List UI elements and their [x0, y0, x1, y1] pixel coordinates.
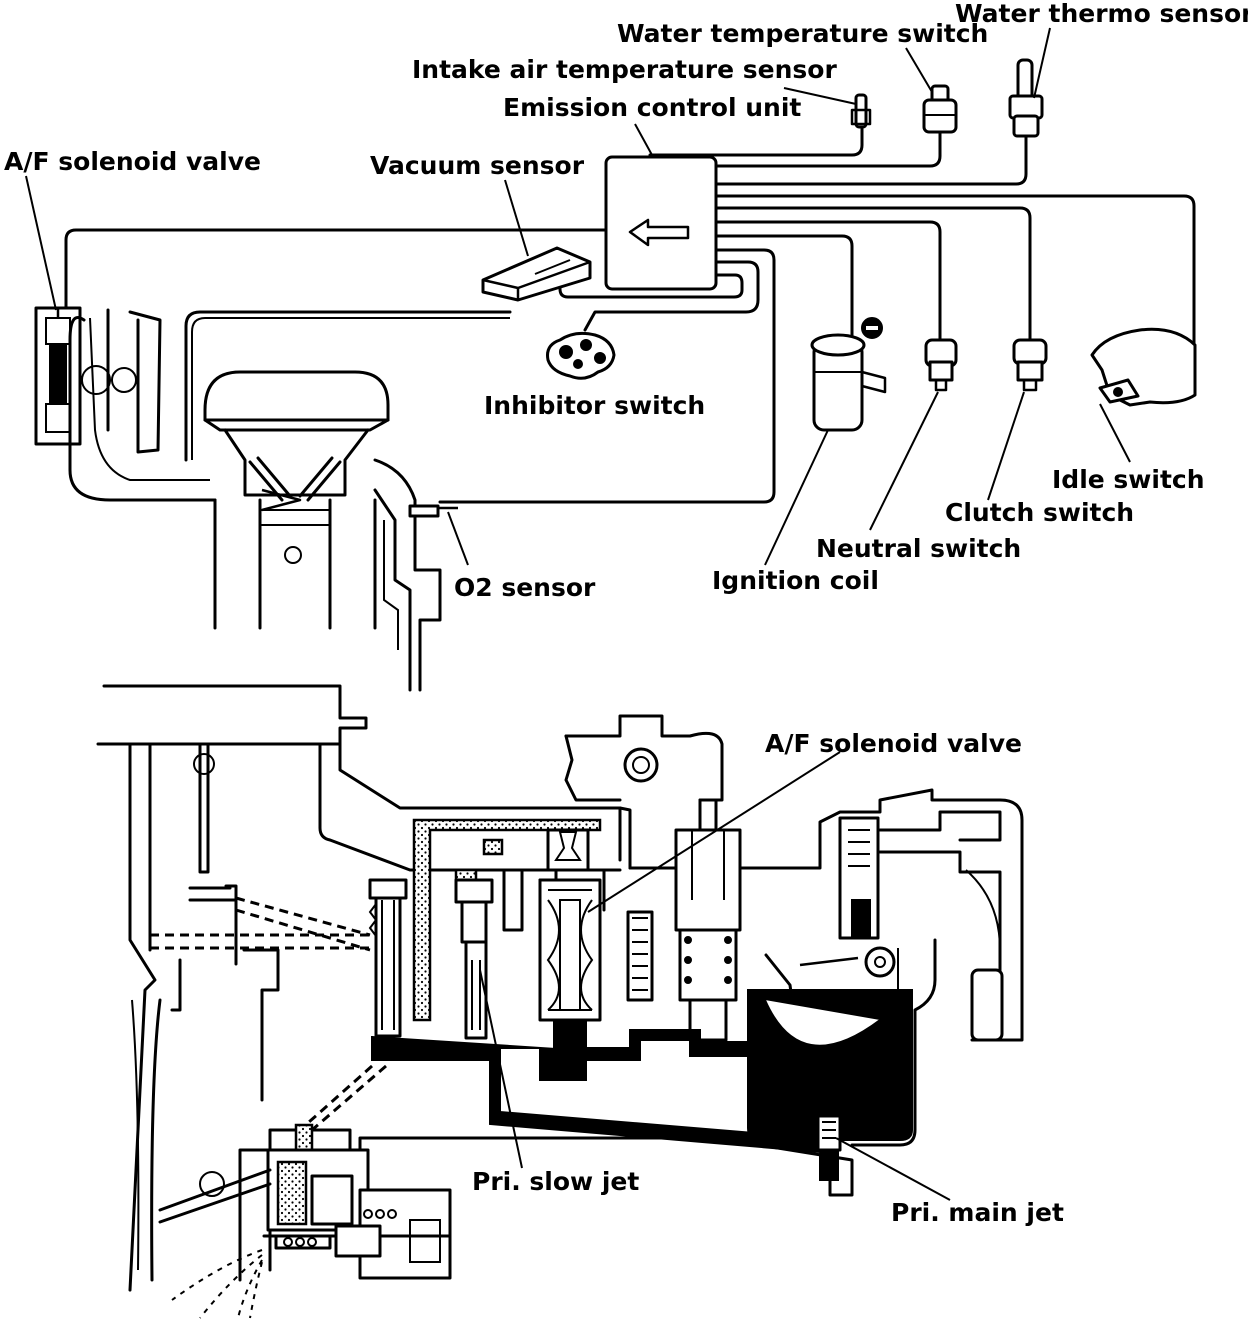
- intake-air-temperature-sensor: [850, 93, 872, 129]
- ignition-coil: [810, 317, 887, 432]
- carburetor-cross-section: [96, 684, 1024, 1319]
- af-solenoid-valve-top: [34, 306, 82, 446]
- label-af-solenoid-valve-bottom: A/F solenoid valve: [765, 729, 1022, 758]
- clutch-switch: [1012, 338, 1048, 392]
- wiring-harness: [64, 126, 1196, 504]
- label-pri-slow-jet: Pri. slow jet: [472, 1167, 639, 1196]
- neutral-switch: [924, 338, 958, 392]
- leader-lines: [25, 27, 1131, 566]
- label-water-temperature-switch: Water temperature switch: [617, 19, 988, 48]
- label-intake-air-temperature-sensor: Intake air temperature sensor: [412, 55, 837, 84]
- inhibitor-switch: [546, 331, 616, 380]
- water-thermo-sensor: [1008, 58, 1044, 138]
- label-inhibitor-switch: Inhibitor switch: [484, 391, 705, 420]
- label-clutch-switch: Clutch switch: [945, 498, 1134, 527]
- label-pri-main-jet: Pri. main jet: [891, 1198, 1064, 1227]
- af-solenoid-valve-bottom: [538, 828, 602, 1081]
- label-af-solenoid-valve-top: A/F solenoid valve: [4, 147, 261, 176]
- minus-sign-icon: [861, 317, 883, 339]
- label-water-thermo-sensor: Water thermo sensor: [955, 0, 1248, 28]
- label-idle-switch: Idle switch: [1052, 465, 1205, 494]
- label-o2-sensor: O2 sensor: [454, 573, 596, 602]
- label-emission-control-unit: Emission control unit: [503, 93, 801, 122]
- left-arrow-icon: [628, 218, 690, 247]
- labels: Water thermo sensor Water temperature sw…: [4, 0, 1248, 1227]
- emission-control-unit: [604, 155, 718, 291]
- label-ignition-coil: Ignition coil: [712, 566, 879, 595]
- carburetor-and-engine: [68, 308, 458, 692]
- label-neutral-switch: Neutral switch: [816, 534, 1021, 563]
- label-vacuum-sensor: Vacuum sensor: [370, 151, 585, 180]
- water-temperature-switch: [922, 84, 958, 134]
- idle-switch: [1090, 327, 1197, 407]
- system-schematic: [25, 27, 1197, 692]
- vacuum-sensor: [481, 246, 592, 302]
